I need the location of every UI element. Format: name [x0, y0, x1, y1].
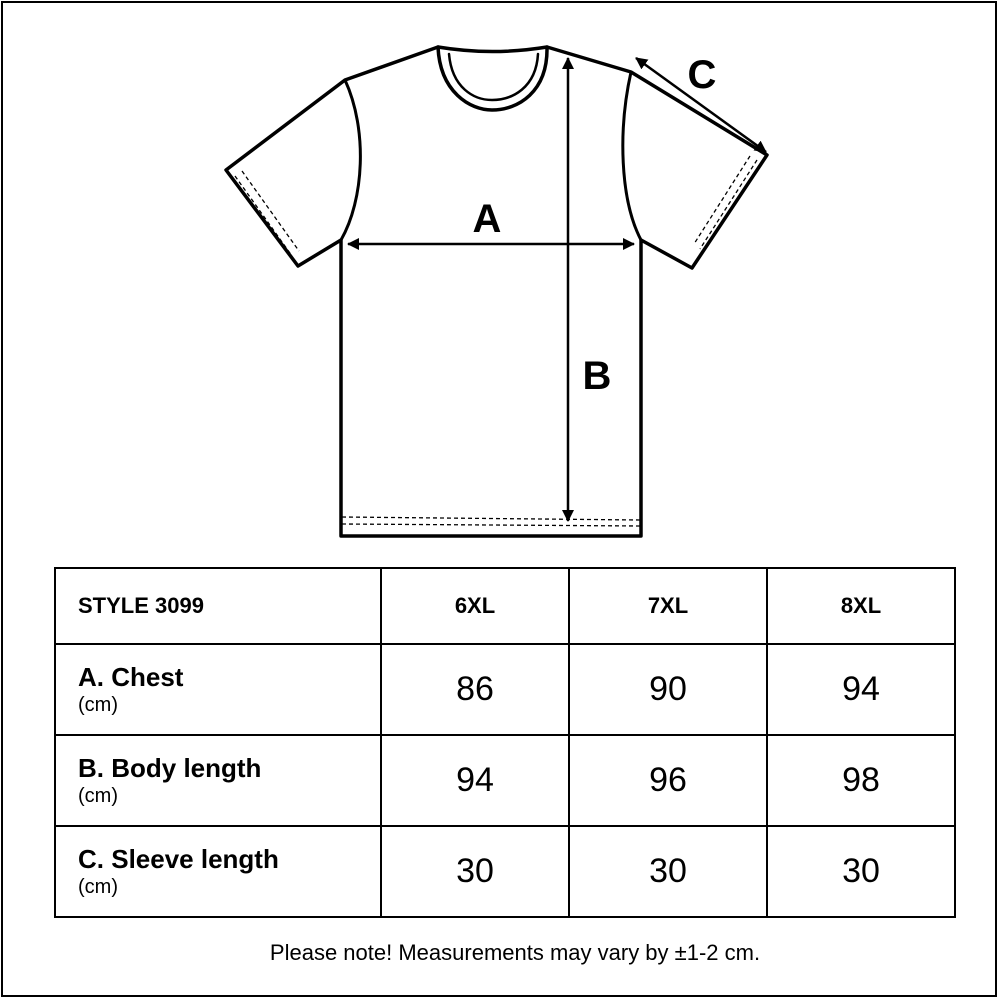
- table-cell: 30: [568, 825, 768, 918]
- row-label: B. Body length (cm): [54, 734, 382, 827]
- measurement-arrows: [347, 56, 767, 522]
- table-row: A. Chest (cm) 86 90 94: [54, 643, 956, 736]
- size-header: 7XL: [568, 567, 768, 645]
- table-cell: 30: [380, 825, 570, 918]
- style-label: STYLE 3099: [54, 567, 382, 645]
- table-cell: 98: [766, 734, 956, 827]
- table-header-row: STYLE 3099 6XL 7XL 8XL: [54, 567, 956, 645]
- neck-inner: [447, 52, 540, 102]
- table-cell: 86: [380, 643, 570, 736]
- size-header: 8XL: [766, 567, 956, 645]
- label-c: C: [688, 53, 717, 97]
- label-b: B: [583, 354, 612, 398]
- table-row: C. Sleeve length (cm) 30 30 30: [54, 825, 956, 918]
- table-cell: 90: [568, 643, 768, 736]
- measurement-name: B. Body length: [78, 752, 262, 783]
- label-a: A: [473, 197, 502, 241]
- table-cell: 94: [380, 734, 570, 827]
- armhole-right: [621, 70, 643, 242]
- armhole-left: [339, 78, 362, 242]
- table-cell: 30: [766, 825, 956, 918]
- table-cell: 94: [766, 643, 956, 736]
- row-label: A. Chest (cm): [54, 643, 382, 736]
- stitching: [234, 155, 758, 527]
- measurement-unit: (cm): [78, 693, 118, 716]
- row-label: C. Sleeve length (cm): [54, 825, 382, 918]
- size-header: 6XL: [380, 567, 570, 645]
- measurement-unit: (cm): [78, 784, 118, 807]
- table-cell: 96: [568, 734, 768, 827]
- table-row: B. Body length (cm) 94 96 98: [54, 734, 956, 827]
- neck-outer: [436, 45, 549, 112]
- tshirt-diagram: A B C: [224, 45, 769, 538]
- tshirt-outline: [224, 45, 769, 538]
- size-table: STYLE 3099 6XL 7XL 8XL A. Chest (cm) 86 …: [54, 567, 956, 918]
- measurement-unit: (cm): [78, 875, 118, 898]
- shirt-body: [224, 45, 769, 538]
- measurement-name: C. Sleeve length: [78, 843, 279, 874]
- measurement-name: A. Chest: [78, 661, 184, 692]
- arrow-c: [635, 56, 767, 154]
- measurement-note: Please note! Measurements may vary by ±1…: [269, 940, 761, 965]
